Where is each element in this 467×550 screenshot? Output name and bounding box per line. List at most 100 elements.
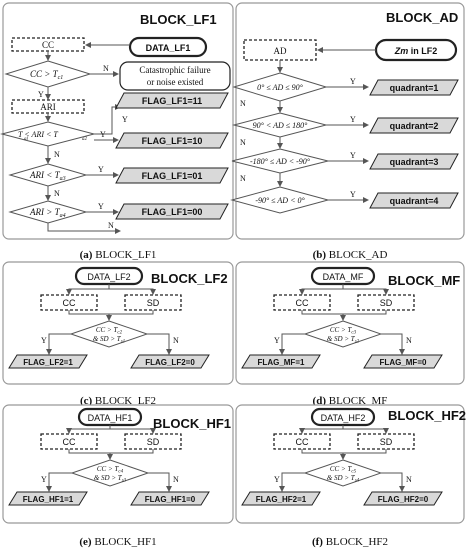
flag-yes-label: FLAG_LF2=1 xyxy=(23,358,73,367)
no-label: N xyxy=(103,64,109,73)
condition-2-sub-1: al xyxy=(24,137,29,142)
flag-no-label: FLAG_HF1=0 xyxy=(145,495,196,504)
connector xyxy=(109,288,156,295)
flag-lf1-01-label: FLAG_LF1=01 xyxy=(142,171,203,181)
connector xyxy=(147,333,172,355)
flag-lf1-00 xyxy=(115,203,229,220)
data-terminal-label: DATA_MF xyxy=(323,272,364,282)
condition-line-1: CC > Tc4 xyxy=(97,465,124,475)
cc-label: CC xyxy=(63,298,76,308)
sd-label: SD xyxy=(147,437,160,447)
sd-box xyxy=(124,294,182,311)
sd-box xyxy=(124,433,182,450)
quadrant-diamond-4 xyxy=(230,186,330,214)
quadrant-4-label: quadrant=4 xyxy=(390,196,439,206)
yes-label: Y xyxy=(350,190,356,199)
block-title: BLOCK_LF1 xyxy=(140,12,217,27)
yes-label: Y xyxy=(41,475,47,484)
connector xyxy=(46,333,71,355)
connector xyxy=(301,449,387,454)
flag-yes xyxy=(241,491,321,506)
connector xyxy=(343,428,389,434)
block-lf2-panel: BLOCK_LF2 DATA_LF2 CC SD CC > Tc2 & SD >… xyxy=(2,261,234,407)
data-terminal-label: Zm in LF2 xyxy=(394,46,438,56)
condition-1: CC > Tc1 xyxy=(30,69,63,81)
flag-no-label: FLAG_HF2=0 xyxy=(378,495,429,504)
cc-label: CC xyxy=(63,437,76,447)
failure-line-1: Catastrophic failure xyxy=(139,65,210,75)
quadrant-2 xyxy=(369,117,459,134)
data-terminal-label: DATA_HF1 xyxy=(88,413,133,423)
condition-line-2: & SD > Ts1 xyxy=(93,335,125,345)
condition-line-2: & SD > Ts2 xyxy=(327,335,360,345)
panel-frame xyxy=(235,2,465,240)
ari-label: ARI xyxy=(40,102,56,112)
block-title: BLOCK_AD xyxy=(386,10,458,25)
yes-label: Y xyxy=(98,165,104,174)
quadrant-condition-1: 0° ≤ AD ≤ 90° xyxy=(257,83,304,92)
flag-no-label: FLAG_LF2=0 xyxy=(145,358,195,367)
no-label: N xyxy=(240,138,246,147)
data-terminal-label: DATA_LF1 xyxy=(146,43,191,53)
yes-label: Y xyxy=(350,151,356,160)
quadrant-1 xyxy=(369,79,459,96)
flag-lf1-11-label: FLAG_LF1=11 xyxy=(142,96,202,106)
cc-label: CC xyxy=(296,437,309,447)
connector xyxy=(46,472,72,492)
condition-3: ARI < Ta3 xyxy=(29,170,66,182)
block-ad-panel: BLOCK_AD AD Zm in LF2 0° ≤ AD ≤ 90° Y qu… xyxy=(230,2,465,261)
connector xyxy=(381,333,405,355)
flag-lf1-10-label: FLAG_LF1=10 xyxy=(142,136,203,146)
quadrant-4 xyxy=(369,192,459,209)
connector xyxy=(279,333,305,355)
block-title: BLOCK_HF1 xyxy=(153,416,231,431)
flag-lf1-10 xyxy=(115,132,229,149)
no-label: N xyxy=(240,174,246,183)
data-terminal-label: DATA_HF2 xyxy=(321,413,366,423)
block-hf2-panel: BLOCK_HF2 DATA_HF2 CC SD CC > Tc5 & SD >… xyxy=(235,404,466,548)
failure-line-2: or noise existed xyxy=(147,77,204,87)
sd-box xyxy=(357,433,415,450)
flag-no xyxy=(130,491,210,506)
cc-box xyxy=(40,433,98,450)
sd-box xyxy=(357,294,415,311)
yes-label: Y xyxy=(274,475,280,484)
flag-lf1-11 xyxy=(115,92,229,109)
cc-box xyxy=(273,433,331,450)
sd-label: SD xyxy=(380,298,393,308)
connector xyxy=(279,472,305,492)
condition-line-1: CC > Tc2 xyxy=(96,326,123,336)
condition-2-sub-2: a2 xyxy=(82,137,88,142)
cc-box xyxy=(40,294,98,311)
block-hf1-panel: BLOCK_HF1 DATA_HF1 CC SD CC > Tc4 & SD >… xyxy=(2,404,234,548)
yes-label: Y xyxy=(350,115,356,124)
quadrant-3 xyxy=(369,153,459,170)
condition-diamond xyxy=(70,459,150,487)
flag-yes xyxy=(8,491,88,506)
no-label: N xyxy=(406,475,412,484)
connector xyxy=(68,449,154,454)
connector xyxy=(299,425,344,434)
yes-label: Y xyxy=(350,77,356,86)
yes-label: Y xyxy=(122,115,128,124)
condition-line-2: & SD > Ts4 xyxy=(327,474,360,484)
cc-label: CC xyxy=(296,298,309,308)
ad-label: AD xyxy=(274,46,287,56)
no-label: N xyxy=(173,336,179,345)
quadrant-condition-3: -180° ≤ AD < -90° xyxy=(250,157,311,166)
condition-diamond xyxy=(303,459,383,487)
connector xyxy=(148,472,172,492)
no-label: N xyxy=(54,150,60,159)
yes-label: Y xyxy=(41,336,47,345)
cc-label: CC xyxy=(42,40,54,50)
flag-yes-label: FLAG_HF2=1 xyxy=(256,495,307,504)
data-terminal xyxy=(128,36,208,58)
connector xyxy=(47,223,121,234)
block-title: BLOCK_LF2 xyxy=(151,271,228,286)
flag-lf1-00-label: FLAG_LF1=00 xyxy=(142,207,203,217)
connector xyxy=(110,428,156,434)
yes-label: Y xyxy=(98,202,104,211)
condition-2: T < ARI < T xyxy=(18,130,58,139)
quadrant-2-label: quadrant=2 xyxy=(390,121,439,131)
